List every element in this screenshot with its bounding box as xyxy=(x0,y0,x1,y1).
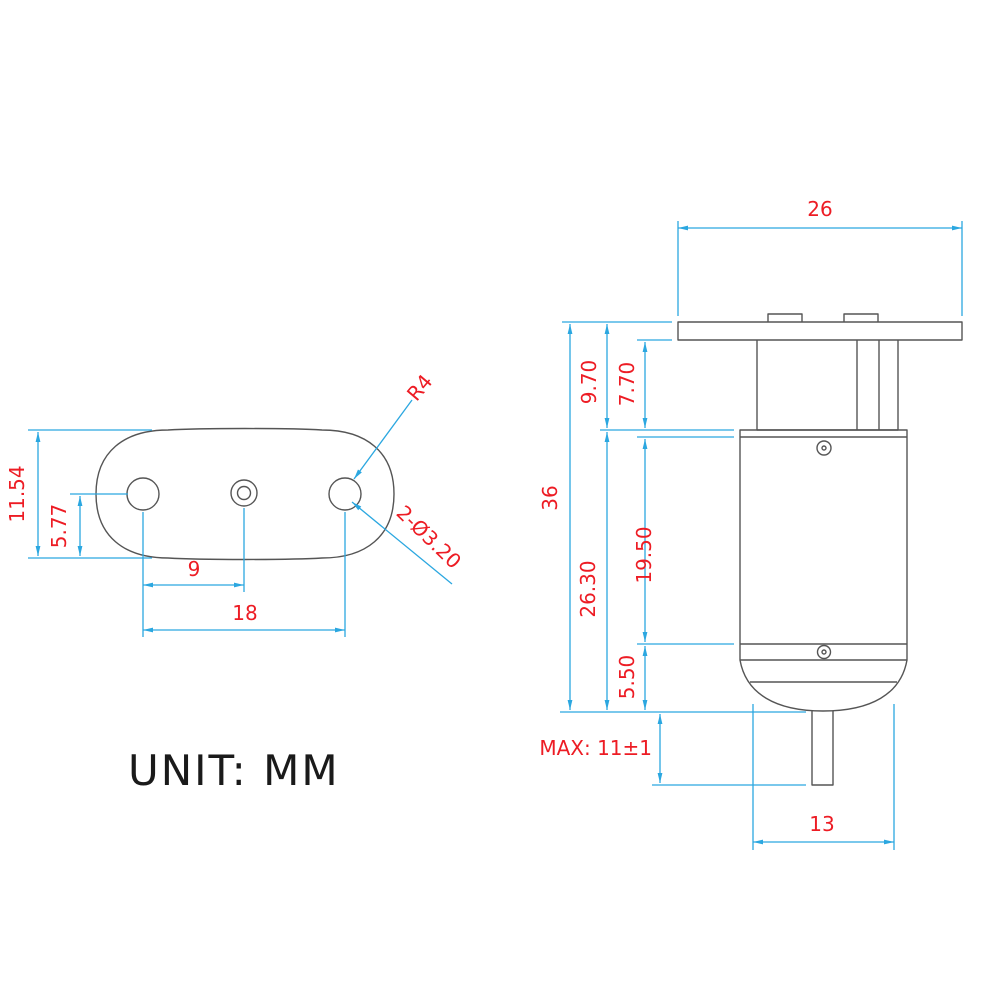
dim-label-hole-spacing: 18 xyxy=(232,601,257,625)
dim-label-center-to-hole: 9 xyxy=(188,557,201,581)
dim-label-half-height: 5.77 xyxy=(47,504,71,549)
dim-label-flange-width: 26 xyxy=(807,197,832,221)
unit-note: UNIT: MM xyxy=(128,746,340,795)
motor-side-view: 26 36 9.70 7.70 26.30 19.50 5.50 MAX: 11… xyxy=(538,197,963,850)
flange-outline xyxy=(95,427,395,561)
dim-label-cap-height: 5.50 xyxy=(615,655,639,700)
flange-boss-left xyxy=(767,313,803,322)
dim-label-flange-plus-gearbox: 9.70 xyxy=(577,360,601,405)
gearbox-section xyxy=(756,340,899,431)
flange-plate xyxy=(677,321,963,341)
end-cap-dome xyxy=(739,659,908,712)
mounting-hole-left xyxy=(126,477,160,511)
dim-label-edge-radius: R4 xyxy=(402,370,437,406)
flange-top-view: 11.54 5.77 9 18 R4 2-Ø3.20 xyxy=(5,370,466,637)
screw-hole-bottom xyxy=(816,644,832,660)
dim-label-gearbox-height: 7.70 xyxy=(615,362,639,407)
dim-label-overall-height: 36 xyxy=(538,485,562,510)
flange-boss-right xyxy=(843,313,879,322)
dim-label-body-mid-height: 19.50 xyxy=(632,526,656,583)
motor-body xyxy=(739,429,908,661)
leader-r4 xyxy=(353,399,413,480)
leader-hole-spec xyxy=(351,501,453,585)
dim-label-overall-height: 11.54 xyxy=(5,465,29,522)
screw-hole-bottom-center xyxy=(821,649,827,655)
dim-label-hole-spec: 2-Ø3.20 xyxy=(392,500,466,573)
dim-label-shaft-max: MAX: 11±1 xyxy=(539,736,652,760)
mounting-hole-right xyxy=(328,477,362,511)
center-shaft-hole-outer xyxy=(230,479,258,507)
output-shaft xyxy=(811,711,834,786)
dim-label-body-width: 13 xyxy=(809,812,834,836)
screw-hole-top-center xyxy=(821,445,827,451)
screw-hole-top xyxy=(816,440,832,456)
center-shaft-hole-inner xyxy=(236,485,252,501)
dim-label-body-height: 26.30 xyxy=(576,560,600,617)
